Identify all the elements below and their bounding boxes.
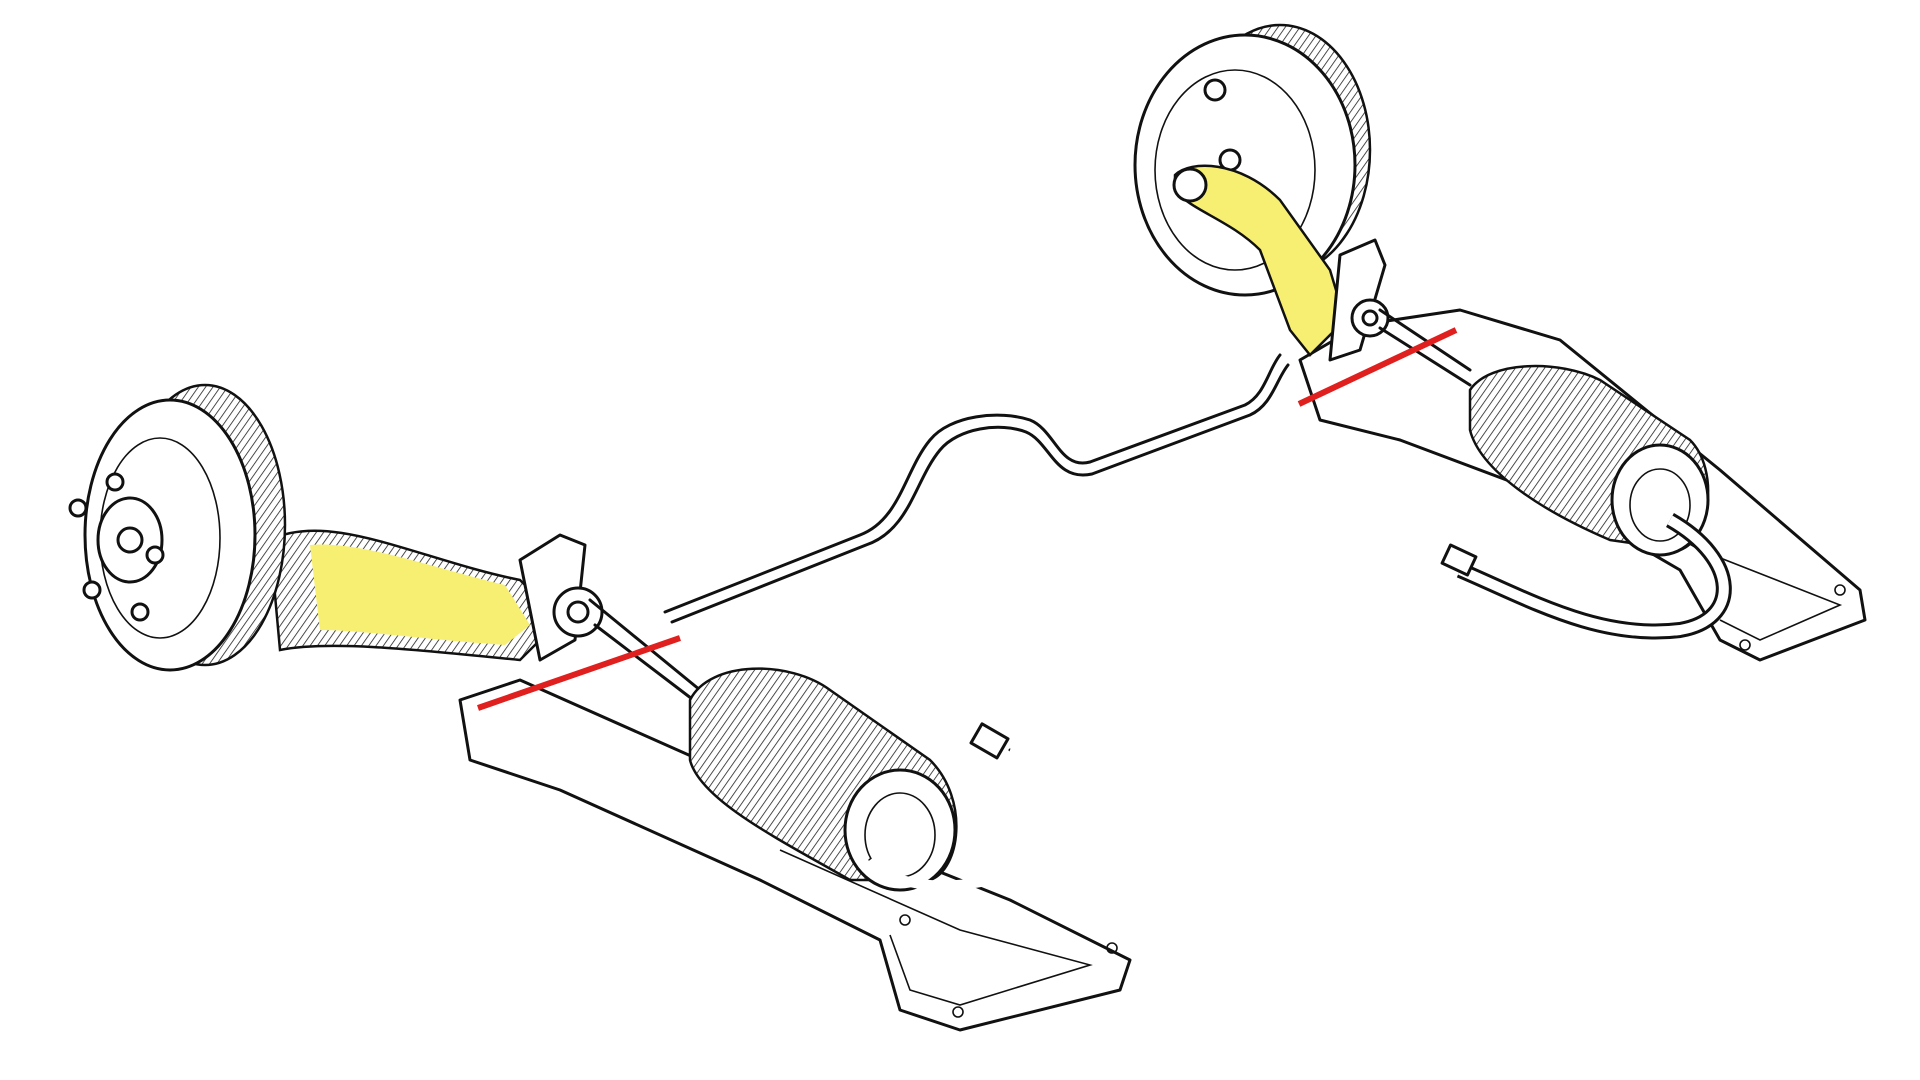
right-brake-drum <box>1133 23 1372 297</box>
right-hose <box>1440 513 1732 640</box>
left-pivot-axis-line <box>477 635 681 711</box>
right-trailing-arm <box>1172 164 1472 387</box>
right-air-spring <box>1468 364 1710 557</box>
right-pivot-axis-line <box>1297 327 1458 407</box>
left-arm-highlight <box>310 544 530 645</box>
left-brake-drum <box>68 383 287 672</box>
left-hose <box>866 722 1076 891</box>
anti-roll-bar <box>663 353 1290 624</box>
left-trailing-arm <box>268 529 702 707</box>
